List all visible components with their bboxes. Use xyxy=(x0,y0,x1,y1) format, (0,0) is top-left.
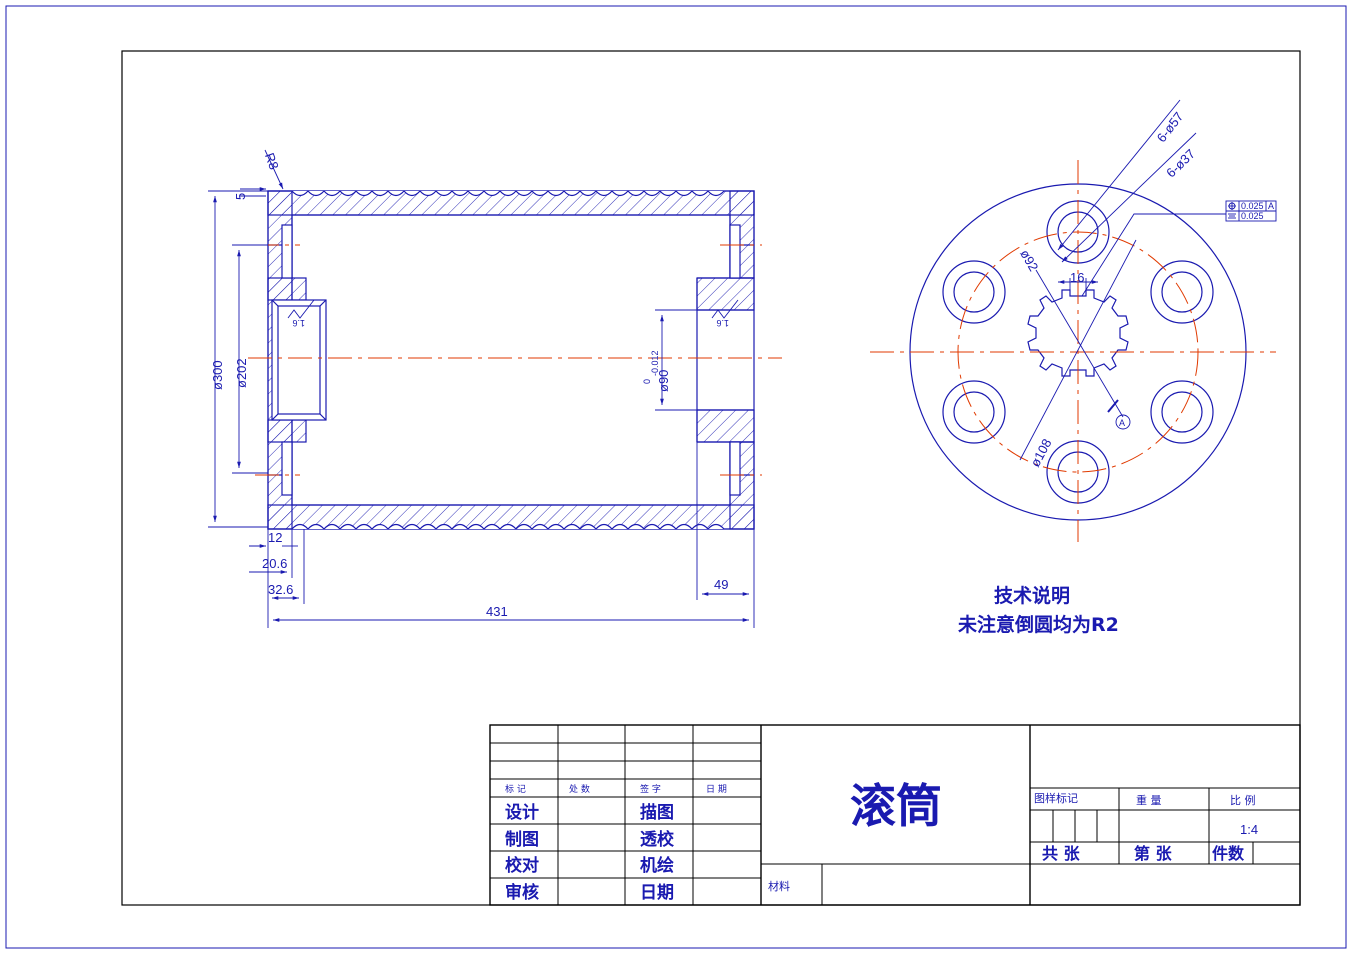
dim-shaft-tol-lower: -0.012 xyxy=(650,350,660,376)
col-header-date: 日 期 xyxy=(706,784,727,795)
dim-total-length: 431 xyxy=(486,604,508,619)
title-block xyxy=(489,724,1301,906)
dim-dia-shaft: ø90 xyxy=(656,370,671,392)
right-hub-hatch-bottom xyxy=(696,409,755,443)
notes-line1: 未注意倒圆均为R2 xyxy=(957,613,1119,636)
dim-holes-b: 6-ø37 xyxy=(1163,146,1198,180)
dim-dia-bore: ø202 xyxy=(234,358,249,388)
datum-label: A xyxy=(1119,418,1125,428)
scale-label: 比 例 xyxy=(1230,793,1256,807)
left-hub-hatch-top xyxy=(267,277,307,301)
groove-top xyxy=(291,190,725,197)
left-bore xyxy=(271,299,327,421)
total-sheets: 共 张 xyxy=(1042,844,1081,863)
scale-value: 1:4 xyxy=(1240,822,1258,837)
dim-hub-a: 20.6 xyxy=(262,556,287,571)
dim-pcd-b: ø108 xyxy=(1027,436,1054,469)
side-dimensions xyxy=(1019,99,1277,461)
tol-symmetry-value: 0.025 xyxy=(1241,211,1264,221)
sheet-mark-label: 图样标记 xyxy=(1034,791,1078,805)
dim-key-width: 16 xyxy=(1070,270,1084,285)
dim-shaft-tol-upper: 0 xyxy=(642,379,652,384)
front-dimensions xyxy=(208,149,755,628)
dim-dia-outer: ø300 xyxy=(210,360,225,390)
count-label: 件数 xyxy=(1212,844,1245,863)
sheet-number: 第 张 xyxy=(1134,844,1173,863)
dim-holes-a: 6-ø57 xyxy=(1154,109,1187,145)
dim-wall-left: 12 xyxy=(268,530,282,545)
role-design: 设计 xyxy=(505,802,539,823)
weight-label: 重 量 xyxy=(1136,793,1162,807)
front-dimension-text: R8 5 ø300 ø202 1.6 1.6 ø90 0 -0.012 12 2… xyxy=(210,151,729,619)
part-name: 滚筒 xyxy=(850,779,942,833)
col-header-mark: 标 记 xyxy=(505,783,526,795)
right-hub-hatch-top xyxy=(696,277,755,311)
role-drafting: 制图 xyxy=(505,829,539,850)
left-hub-hatch-bottom xyxy=(267,419,307,443)
role-checking: 校对 xyxy=(505,855,539,876)
front-section-view xyxy=(267,190,755,530)
dim-r8: R8 xyxy=(262,151,282,172)
spline-bore xyxy=(1027,289,1129,377)
role-date: 日期 xyxy=(640,883,674,903)
cylinder-outline xyxy=(267,190,755,530)
roughness-right: 1.6 xyxy=(716,318,729,328)
col-header-sign: 签 字 xyxy=(640,783,661,795)
roughness-left: 1.6 xyxy=(292,318,305,328)
dim-hub-b: 32.6 xyxy=(268,582,293,597)
frame-border xyxy=(121,50,1301,906)
side-dimension-text: 6-ø57 6-ø37 ø92 16 ø108 A 0.025 0.025 A xyxy=(1017,109,1274,469)
dim-pcd-a: ø92 xyxy=(1017,247,1041,274)
outer-border xyxy=(5,5,1347,949)
dim-hub-right: 49 xyxy=(714,577,728,592)
notes-heading: 技术说明 xyxy=(994,584,1070,607)
role-proof: 透校 xyxy=(640,829,675,850)
groove-bottom xyxy=(291,523,725,530)
dim-groove-depth: 5 xyxy=(233,193,248,200)
tol-datum-ref: A xyxy=(1268,201,1274,211)
role-machine: 机绘 xyxy=(640,855,674,876)
role-tracing: 描图 xyxy=(640,802,674,823)
title-block-text: 滚筒 标 记 处 数 签 字 日 期 设计 制图 校对 审核 描图 透校 机绘 … xyxy=(505,779,1258,903)
tol-position-value: 0.025 xyxy=(1241,201,1264,211)
col-header-count: 处 数 xyxy=(569,783,590,795)
role-review: 审核 xyxy=(505,882,539,903)
material-label: 材料 xyxy=(768,879,790,893)
side-centerlines xyxy=(870,160,1276,542)
